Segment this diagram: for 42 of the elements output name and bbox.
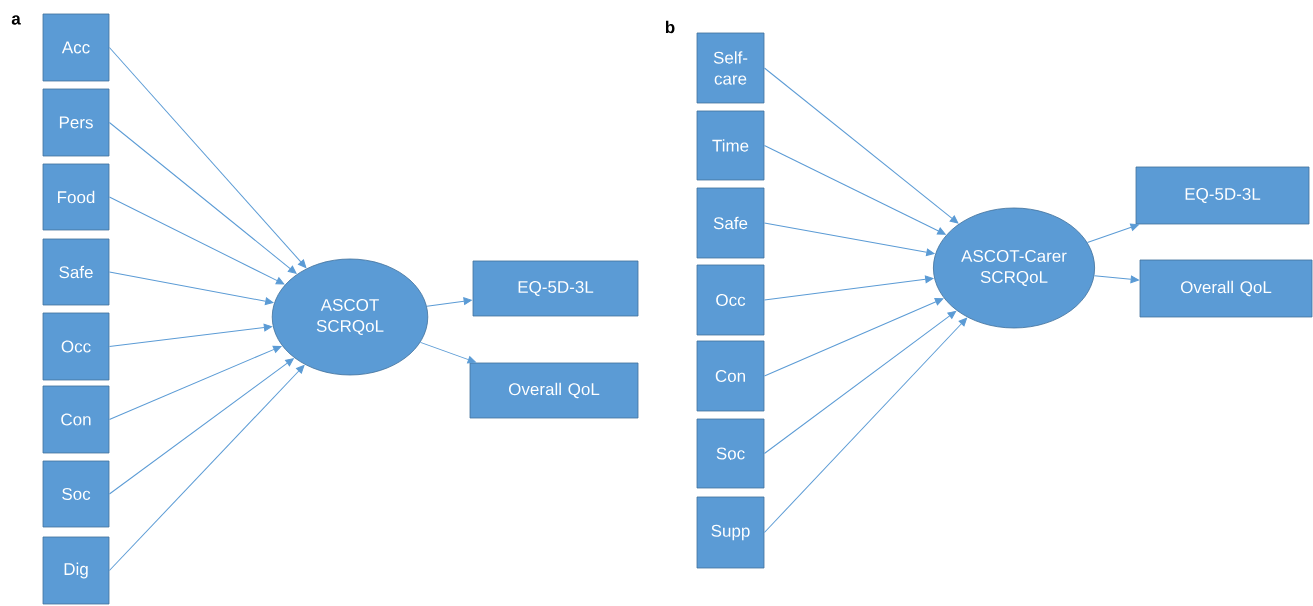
- box: Acc: [42, 13, 110, 82]
- arrow: [108, 47, 307, 268]
- box: Occ: [696, 264, 765, 336]
- arrow: [108, 365, 305, 571]
- box: Pers: [42, 88, 110, 157]
- box: EQ-5D-3L: [1135, 166, 1310, 225]
- arrow: [1086, 223, 1139, 243]
- box: Soc: [42, 460, 110, 528]
- box: Self-care: [696, 32, 765, 104]
- ellipse-node: ASCOT-Carer SCRQoL: [933, 207, 1095, 329]
- ellipse-node: ASCOT SCRQoL: [271, 258, 429, 376]
- arrow: [763, 222, 935, 257]
- box: EQ-5D-3L: [472, 260, 639, 317]
- box: Occ: [42, 312, 110, 381]
- arrow: [763, 275, 934, 301]
- box: Overall QoL: [469, 362, 639, 419]
- arrow: [763, 145, 946, 235]
- arrow: [108, 196, 285, 285]
- box: Supp: [696, 496, 765, 569]
- arrow: [108, 271, 274, 306]
- box: Soc: [696, 418, 765, 489]
- arrow: [108, 323, 273, 347]
- arrow: [763, 67, 959, 224]
- box: Dig: [42, 536, 110, 605]
- arrow: [108, 122, 297, 274]
- arrow: [763, 310, 957, 454]
- arrow: [763, 298, 944, 377]
- panel-label: a: [11, 15, 21, 25]
- arrow: [763, 317, 968, 533]
- arrow: [108, 345, 282, 420]
- box: Time: [696, 110, 765, 181]
- arrow: [426, 297, 472, 307]
- box: Con: [696, 340, 765, 412]
- panel-label: b: [665, 20, 675, 34]
- arrow: [1093, 275, 1139, 284]
- arrow: [108, 358, 294, 495]
- box: Safe: [42, 238, 110, 306]
- box: Con: [42, 385, 110, 454]
- arrow: [419, 341, 476, 364]
- box: Food: [42, 163, 110, 231]
- box: Safe: [696, 187, 765, 259]
- box: Overall QoL: [1139, 259, 1313, 318]
